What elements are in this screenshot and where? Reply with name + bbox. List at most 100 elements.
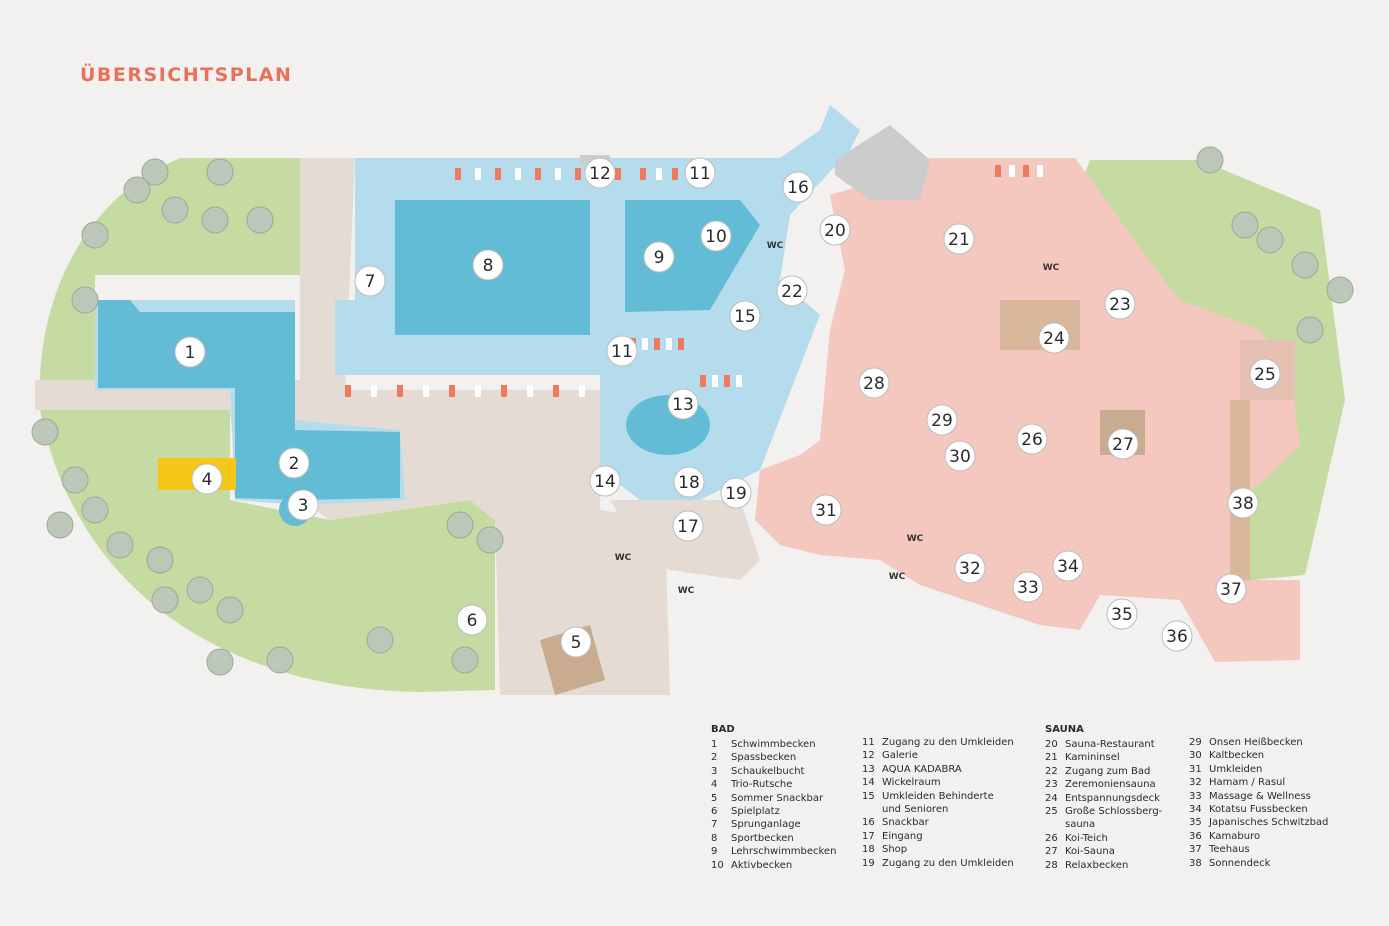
legend-item-number: 24	[1045, 792, 1058, 804]
lounger	[1023, 165, 1029, 177]
legend-item-label: Schaukelbucht	[731, 765, 805, 777]
marker-circle	[589, 465, 621, 497]
legend-heading-sauna: SAUNA	[1045, 724, 1084, 735]
marker-circle	[1107, 428, 1139, 460]
trees	[31, 146, 1354, 676]
lounger	[397, 385, 403, 397]
legend-item-number: 21	[1045, 752, 1058, 764]
map-marker-10[interactable]: 10	[700, 220, 732, 252]
legend-item-number: 6	[711, 806, 718, 818]
legend-item-number: 35	[1189, 817, 1202, 829]
map-marker-1[interactable]: 1	[174, 336, 206, 368]
map-marker-11[interactable]: 11	[606, 335, 638, 367]
map-marker-2[interactable]: 2	[278, 447, 310, 479]
map-marker-16[interactable]: 16	[782, 171, 814, 203]
wc-label: WC	[615, 553, 632, 563]
tree	[451, 646, 479, 674]
page-title: ÜBERSICHTSPLAN	[80, 64, 293, 86]
marker-number: 16	[787, 178, 809, 198]
map-marker-27[interactable]: 27	[1107, 428, 1139, 460]
map-marker-12[interactable]: 12	[584, 157, 616, 189]
map-marker-32[interactable]: 32	[954, 552, 986, 584]
legend-item-label: Aktivbecken	[731, 859, 793, 871]
marker-circle	[1104, 288, 1136, 320]
map-marker-4[interactable]: 4	[191, 463, 223, 495]
marker-number: 23	[1109, 295, 1131, 315]
legend-item-number: 18	[862, 844, 875, 856]
map-marker-8[interactable]: 8	[472, 249, 504, 281]
map-marker-21[interactable]: 21	[943, 223, 975, 255]
map-marker-11[interactable]: 11	[684, 157, 716, 189]
map-marker-23[interactable]: 23	[1104, 288, 1136, 320]
map-marker-36[interactable]: 36	[1161, 620, 1193, 652]
tree	[46, 511, 74, 539]
map-marker-35[interactable]: 35	[1106, 598, 1138, 630]
map-marker-37[interactable]: 37	[1215, 573, 1247, 605]
map-marker-24[interactable]: 24	[1038, 322, 1070, 354]
map-marker-3[interactable]: 3	[287, 489, 319, 521]
map-marker-7[interactable]: 7	[354, 265, 386, 297]
map-marker-14[interactable]: 14	[589, 465, 621, 497]
map-marker-22[interactable]: 22	[776, 275, 808, 307]
lounger	[535, 168, 541, 180]
wc-label: WC	[767, 241, 784, 251]
lounger	[423, 385, 429, 397]
map-marker-30[interactable]: 30	[944, 440, 976, 472]
legend-item-number: 38	[1189, 857, 1202, 869]
lounger	[455, 168, 461, 180]
map-marker-28[interactable]: 28	[858, 367, 890, 399]
map-marker-15[interactable]: 15	[729, 300, 761, 332]
lounger	[642, 338, 648, 350]
map-marker-29[interactable]: 29	[926, 404, 958, 436]
map-marker-20[interactable]: 20	[819, 214, 851, 246]
map-marker-19[interactable]: 19	[720, 477, 752, 509]
wc-label: WC	[1043, 263, 1060, 273]
legend-item-label: Koi-Teich	[1065, 832, 1108, 844]
lounger	[654, 338, 660, 350]
map-marker-18[interactable]: 18	[673, 466, 705, 498]
marker-number: 19	[725, 484, 747, 504]
map-marker-17[interactable]: 17	[672, 510, 704, 542]
marker-number: 7	[365, 272, 376, 292]
map-marker-6[interactable]: 6	[456, 604, 488, 636]
map-marker-13[interactable]: 13	[667, 388, 699, 420]
legend-item-label: Onsen Heißbecken	[1209, 737, 1303, 748]
map-marker-25[interactable]: 25	[1249, 358, 1281, 390]
map-marker-33[interactable]: 33	[1012, 571, 1044, 603]
legend-item-number: 22	[1045, 765, 1058, 777]
marker-circle	[584, 157, 616, 189]
marker-circle	[1012, 571, 1044, 603]
marker-circle	[926, 404, 958, 436]
legend-item-label: Hamam / Rasul	[1209, 777, 1286, 789]
marker-circle	[943, 223, 975, 255]
legend-heading-bad: BAD	[711, 724, 735, 735]
map-marker-38[interactable]: 38	[1227, 487, 1259, 519]
marker-circle	[700, 220, 732, 252]
marker-number: 15	[734, 307, 756, 327]
tree	[216, 596, 244, 624]
legend-item-label: Galerie	[882, 750, 918, 762]
legend-item-number: 33	[1189, 790, 1202, 802]
map-marker-9[interactable]: 9	[643, 241, 675, 273]
legend-item-number: 20	[1045, 739, 1058, 750]
marker-number: 10	[705, 227, 727, 247]
map-marker-31[interactable]: 31	[810, 494, 842, 526]
legend-item-number: 30	[1189, 750, 1202, 762]
marker-circle	[456, 604, 488, 636]
lounger	[345, 385, 351, 397]
map-marker-34[interactable]: 34	[1052, 550, 1084, 582]
map-marker-26[interactable]: 26	[1016, 423, 1048, 455]
map-marker-5[interactable]: 5	[560, 626, 592, 658]
